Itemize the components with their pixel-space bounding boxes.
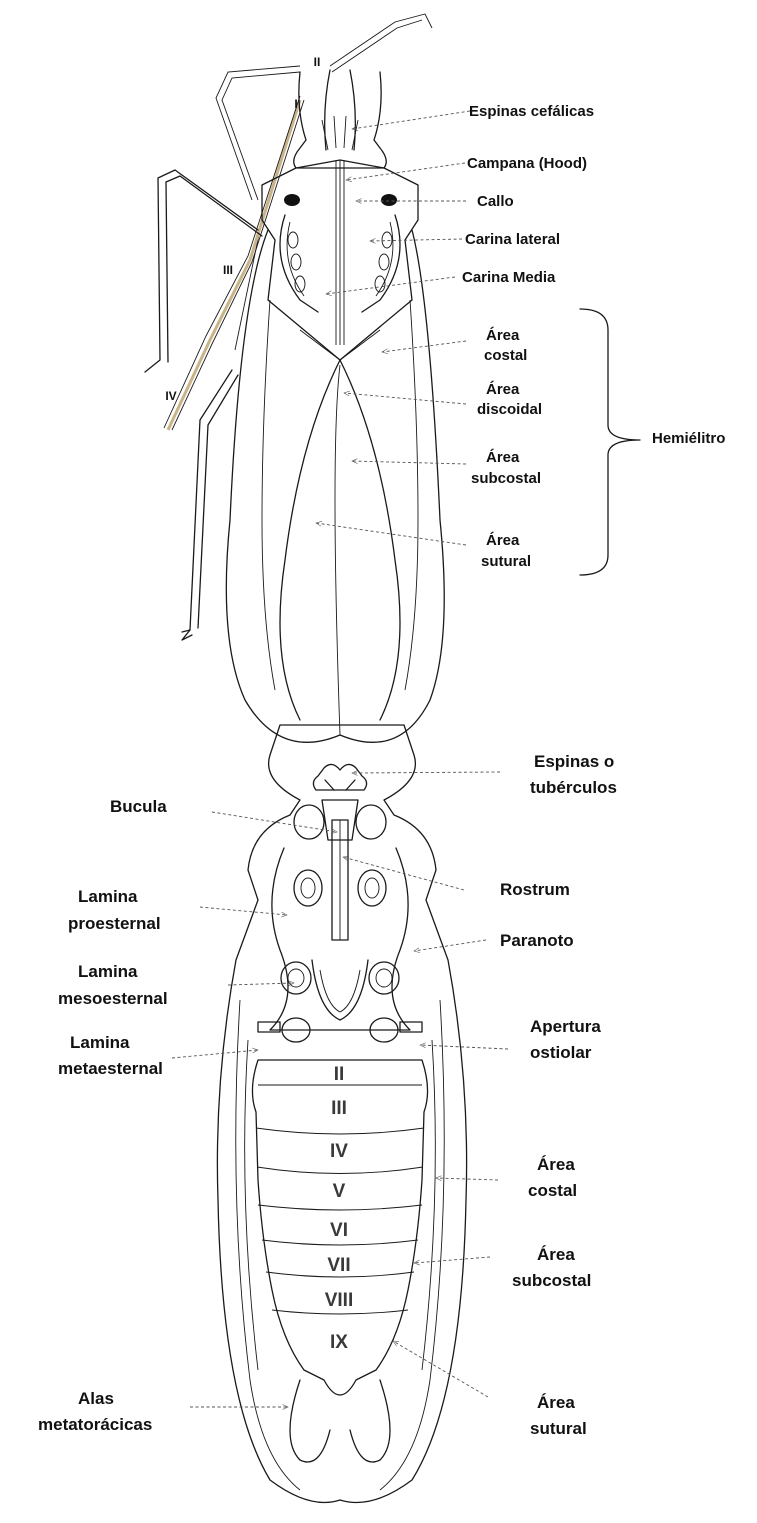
label-ventral-subcostal-line2: subcostal — [512, 1271, 591, 1290]
dorsal-head — [294, 70, 387, 168]
callus-right — [381, 194, 397, 206]
label-area-costal-line2: costal — [484, 347, 527, 364]
antenna-left — [164, 14, 432, 430]
segment-viii: VIII — [325, 1290, 354, 1311]
label-metaesternal-line2: metaesternal — [58, 1059, 163, 1078]
label-ventral-subcostal-line1: Área — [537, 1245, 575, 1264]
antenna-segment-iii: III — [223, 263, 233, 277]
antenna-segment-i: I — [294, 97, 297, 111]
label-area-sutural-line1: Área — [486, 532, 520, 549]
label-bucula: Bucula — [110, 797, 167, 816]
label-espinas-line1: Espinas o — [534, 752, 614, 771]
label-espinas-cefalicas: Espinas cefálicas — [469, 103, 594, 120]
segment-vi: VI — [330, 1220, 348, 1241]
label-alas-line1: Alas — [78, 1389, 114, 1408]
label-area-subcostal-line1: Área — [486, 449, 520, 466]
antenna-segment-iv: IV — [165, 389, 176, 403]
ventral-head — [294, 764, 386, 940]
label-carina-media: Carina Media — [462, 269, 556, 286]
ventral-labels: Espinas o tubérculos Bucula Rostrum Lami… — [38, 752, 617, 1438]
legs-left — [145, 170, 262, 640]
segment-v: V — [333, 1181, 346, 1202]
callus-left — [284, 194, 300, 206]
label-metaesternal-line1: Lamina — [70, 1033, 130, 1052]
segment-vii: VII — [327, 1255, 350, 1276]
label-paranoto: Paranoto — [500, 931, 574, 950]
hemielitro-brace — [580, 309, 640, 575]
label-proesternal-line1: Lamina — [78, 887, 138, 906]
label-alas-line2: metatorácicas — [38, 1415, 152, 1434]
label-ostiolar-line2: ostiolar — [530, 1043, 592, 1062]
label-area-costal-line1: Área — [486, 327, 520, 344]
segment-ix: IX — [330, 1332, 348, 1353]
label-callo: Callo — [477, 193, 514, 210]
label-area-discoidal-line1: Área — [486, 381, 520, 398]
label-mesoesternal-line1: Lamina — [78, 962, 138, 981]
label-espinas-line2: tubérculos — [530, 778, 617, 797]
dorsal-labels: Espinas cefálicas Campana (Hood) Callo C… — [316, 103, 725, 575]
label-area-subcostal-line2: subcostal — [471, 470, 541, 487]
dorsal-view: I II III IV — [145, 14, 725, 742]
dorsal-hemelytra — [226, 230, 444, 742]
label-ventral-costal-line1: Área — [537, 1155, 575, 1174]
label-area-discoidal-line2: discoidal — [477, 401, 542, 418]
label-ventral-sutural-line1: Área — [537, 1393, 575, 1412]
label-ostiolar-line1: Apertura — [530, 1017, 601, 1036]
ventral-view: II III IV V VI VII VIII IX Espinas o tub… — [38, 725, 617, 1503]
segment-iii: III — [331, 1098, 347, 1119]
label-campana: Campana (Hood) — [467, 155, 587, 172]
antenna-segment-ii: II — [314, 55, 321, 69]
dorsal-pronotum — [262, 160, 418, 360]
label-carina-lateral: Carina lateral — [465, 231, 560, 248]
segment-ii: II — [334, 1064, 345, 1085]
label-ventral-costal-line2: costal — [528, 1181, 577, 1200]
label-proesternal-line2: proesternal — [68, 914, 161, 933]
label-ventral-sutural-line2: sutural — [530, 1419, 587, 1438]
label-hemielitro: Hemiélitro — [652, 430, 725, 447]
label-rostrum: Rostrum — [500, 880, 570, 899]
label-mesoesternal-line2: mesoesternal — [58, 989, 168, 1008]
label-area-sutural-line2: sutural — [481, 553, 531, 570]
segment-iv: IV — [330, 1141, 348, 1162]
